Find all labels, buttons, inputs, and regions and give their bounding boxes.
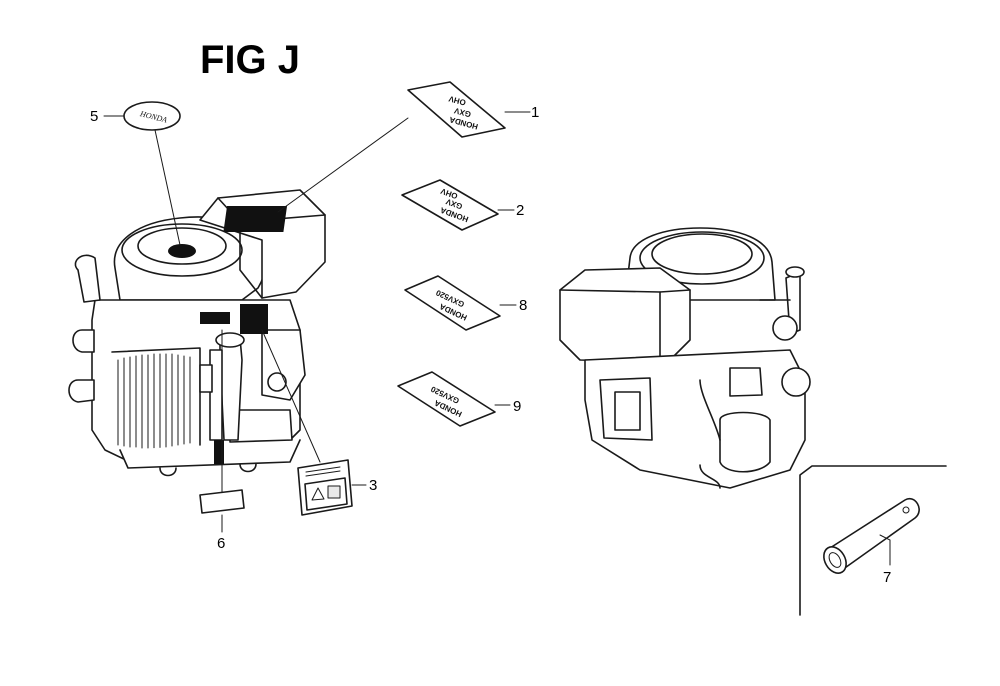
warning-triangle-icon bbox=[311, 487, 325, 501]
decal-1: HONDA GXV OHV bbox=[407, 81, 506, 138]
tool-box-wrench bbox=[799, 465, 947, 616]
callout-numbers: 1 2 3 5 6 7 8 9 bbox=[90, 104, 891, 586]
callout-5: 5 bbox=[90, 108, 98, 125]
decal-8: HONDA GXV520 bbox=[404, 275, 501, 331]
callout-8: 8 bbox=[519, 297, 527, 314]
callout-2: 2 bbox=[516, 202, 524, 219]
callout-9: 9 bbox=[513, 398, 521, 415]
callout-3: 3 bbox=[369, 477, 377, 494]
decal-1-line2: GXV bbox=[453, 106, 472, 119]
cooling-fins bbox=[117, 353, 191, 449]
callout-1: 1 bbox=[531, 104, 539, 121]
honda-emblem-decal: HONDA bbox=[123, 101, 181, 131]
engine-front-view bbox=[68, 189, 326, 477]
leader-lines bbox=[103, 111, 891, 566]
emblem-spot bbox=[168, 244, 196, 258]
engine-rear-view bbox=[559, 227, 811, 489]
air-cleaner-decal-spot bbox=[223, 206, 288, 232]
small-label-decal bbox=[199, 489, 245, 514]
decal-1-line3: OHV bbox=[447, 94, 467, 107]
decal-2: HONDA GXV OHV bbox=[401, 179, 499, 231]
callout-7: 7 bbox=[883, 569, 891, 586]
manual-book-icon bbox=[327, 485, 341, 499]
block-decal-spot-left bbox=[200, 312, 230, 324]
callout-6: 6 bbox=[217, 535, 225, 552]
figure-title: FIG J bbox=[200, 38, 300, 82]
decal-9: HONDA GXV520 bbox=[397, 371, 496, 427]
warning-label-decal bbox=[297, 459, 353, 516]
block-decal-spot-right bbox=[240, 304, 268, 334]
lower-decal-spot bbox=[214, 440, 224, 464]
